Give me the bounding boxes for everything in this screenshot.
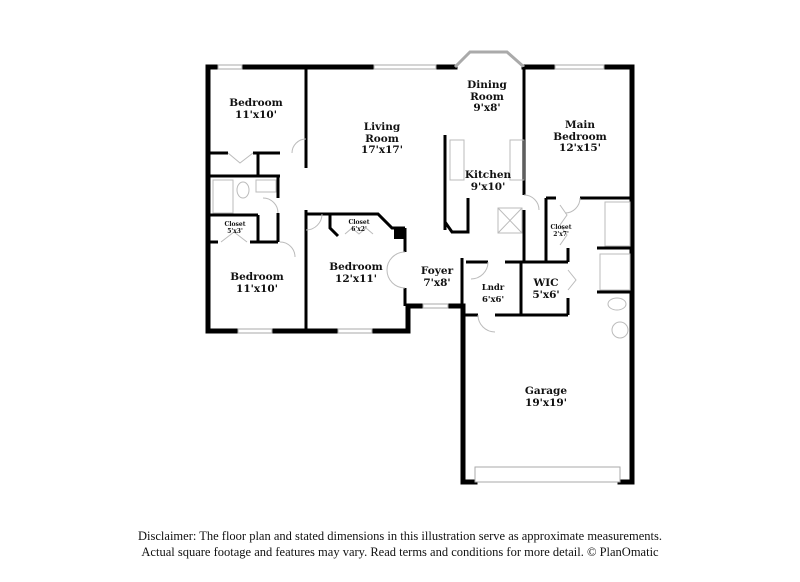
room-dimensions: 2'x7' xyxy=(553,230,569,238)
column xyxy=(394,229,405,239)
room-name-line2: Room xyxy=(365,132,399,145)
room-name: Bedroom xyxy=(229,97,283,109)
room-name: Closet xyxy=(550,224,572,231)
room-dimensions: 17'x17' xyxy=(361,144,403,157)
fixtures xyxy=(212,138,631,339)
room-name-line2: Room xyxy=(470,90,504,103)
room-name-line1: Dining xyxy=(467,79,507,91)
room-dimensions: 5'x3' xyxy=(227,227,243,235)
room-dimensions: 11'x10' xyxy=(235,108,277,121)
room-dimensions: 7'x8' xyxy=(423,276,451,289)
room-name: WIC xyxy=(533,277,559,289)
room-name-line1: Living xyxy=(363,121,401,133)
room-dimensions: 9'x8' xyxy=(473,102,501,115)
exterior-walls xyxy=(205,64,635,485)
room-name-line1: Main xyxy=(564,119,596,131)
room-name-line2: Bedroom xyxy=(553,130,607,143)
room-dimensions: 12'x11' xyxy=(335,272,377,285)
room-label-kitchen: Kitchen 9'x10' xyxy=(464,169,512,193)
room-dimensions: 5'x6' xyxy=(532,288,560,301)
room-label-closet-main: Closet 2'x7' xyxy=(550,224,572,238)
room-dimensions: 9'x10' xyxy=(470,180,506,193)
bay-window xyxy=(453,50,525,69)
room-name: Kitchen xyxy=(464,169,512,181)
room-label-closet-left: Closet 5'x3' xyxy=(224,221,246,235)
room-label-closet-middle: Closet 6'x2' xyxy=(348,219,370,233)
room-label-living-room: Living Room 17'x17' xyxy=(361,121,403,157)
room-label-main-bedroom: Main Bedroom 12'x15' xyxy=(553,119,607,155)
room-name: Closet xyxy=(224,221,246,228)
room-label-foyer: Foyer 7'x8' xyxy=(420,265,454,289)
room-label-dining-room: Dining Room 9'x8' xyxy=(467,79,507,115)
room-name: Foyer xyxy=(420,265,454,277)
room-name: Lndr xyxy=(481,283,505,293)
disclaimer: Disclaimer: The floor plan and stated di… xyxy=(0,528,800,560)
room-label-laundry: Lndr 6'x6' xyxy=(481,283,505,306)
room-name: Garage xyxy=(524,385,568,397)
disclaimer-line2: Actual square footage and features may v… xyxy=(141,545,659,559)
room-name: Closet xyxy=(348,219,370,226)
room-name: Bedroom xyxy=(230,271,284,283)
room-dimensions: 6'x6' xyxy=(481,295,505,306)
room-label-bedroom-top-left: Bedroom 11'x10' xyxy=(229,97,283,121)
room-dimensions: 11'x10' xyxy=(236,282,278,295)
room-label-wic: WIC 5'x6' xyxy=(532,277,560,301)
room-label-bedroom-middle: Bedroom 12'x11' xyxy=(329,261,383,285)
windows xyxy=(217,64,621,483)
disclaimer-line1: Disclaimer: The floor plan and stated di… xyxy=(138,529,662,543)
room-name: Bedroom xyxy=(329,261,383,273)
room-label-bedroom-bottom-left: Bedroom 11'x10' xyxy=(230,271,284,295)
room-dimensions: 19'x19' xyxy=(525,396,567,409)
room-dimensions: 6'x2' xyxy=(351,225,367,233)
room-dimensions: 12'x15' xyxy=(559,142,601,155)
room-label-garage: Garage 19'x19' xyxy=(524,385,568,409)
